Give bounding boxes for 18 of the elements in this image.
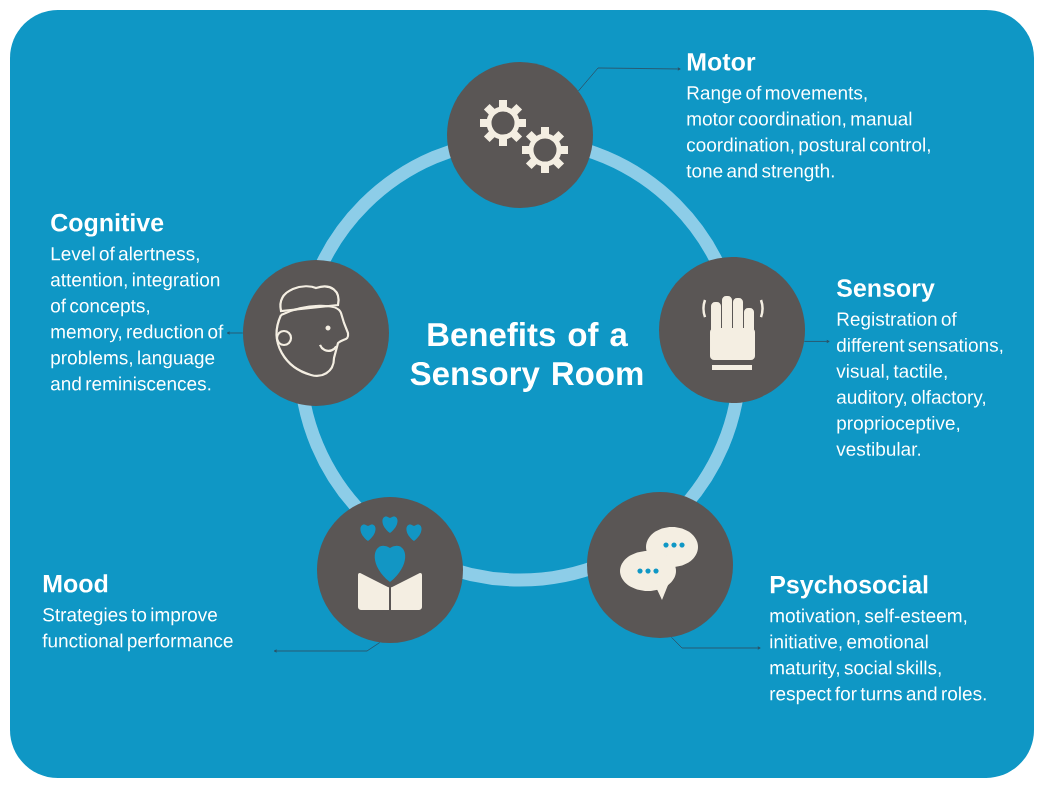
- heading: Mood: [43, 574, 108, 593]
- description: Range of movements, motor coordination, manual coordination, postural control, tone and strength.: [686, 85, 930, 182]
- icon-circle: [243, 260, 389, 406]
- leader-line: [671, 636, 761, 650]
- leader-line: [273, 642, 381, 653]
- icon-circle: [447, 62, 593, 208]
- heading: Sensory: [836, 279, 935, 302]
- leader-line: [578, 67, 681, 92]
- title: Benefits of a Sensory Room: [410, 322, 643, 392]
- leader-line: [803, 339, 830, 343]
- heading: Psychosocial: [770, 575, 928, 599]
- heading: Motor: [687, 53, 756, 71]
- description: Strategies to improve functional performance: [42, 607, 233, 652]
- description: Registration of different sensations, visual, tactile, auditory, olfactory, proprioceptive, vestibular.: [836, 311, 1003, 456]
- description: Level of alertness, attention, integration of concepts, memory, reduction of problems, language and reminiscences.: [51, 246, 224, 391]
- description: motivation, self-esteem, initiative, emotional maturity, social skills, respect for turns and roles.: [770, 608, 986, 705]
- heading: Cognitive: [51, 213, 164, 237]
- leader-line: [226, 331, 244, 335]
